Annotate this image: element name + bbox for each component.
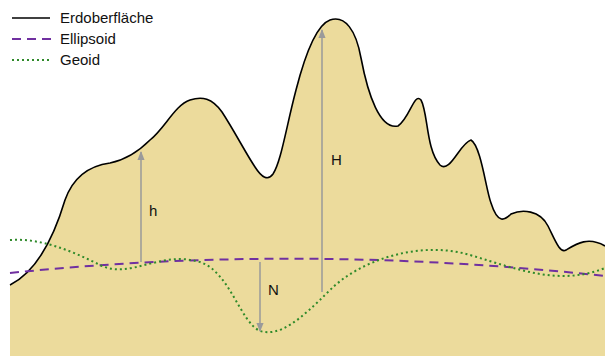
ellipsoid-line <box>10 259 605 276</box>
height-label: H <box>331 152 342 167</box>
legend-dotted-sample <box>12 59 52 61</box>
height-h-arrow <box>140 152 142 262</box>
terrain-fill <box>10 19 605 356</box>
legend-text: Erdoberfläche <box>60 10 153 25</box>
height-label: h <box>149 203 157 218</box>
undulation-N-arrow <box>259 262 261 331</box>
legend-text: Geoid <box>60 52 100 67</box>
height-H-arrow <box>321 30 323 292</box>
legend-dashed-sample <box>12 38 52 40</box>
earth-surface-line <box>10 19 605 285</box>
geoid-line <box>10 240 605 332</box>
legend-solid-sample <box>12 17 50 19</box>
height-label: N <box>268 282 279 297</box>
legend-text: Ellipsoid <box>60 31 116 46</box>
